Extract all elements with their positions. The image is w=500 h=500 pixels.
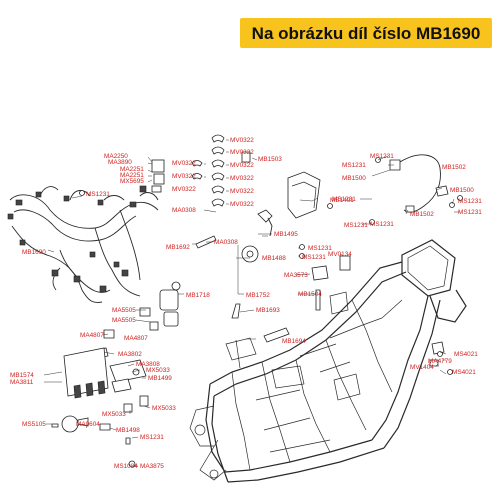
label-ms1231-d[interactable]: MS1231: [458, 209, 482, 216]
label-mv0322-5[interactable]: MV0322: [172, 173, 196, 180]
label-mb1693[interactable]: MB1693: [256, 307, 280, 314]
label-ms1231-harness[interactable]: MS1231: [86, 191, 110, 198]
label-mb1500-b[interactable]: MB1500: [450, 187, 474, 194]
label-mv0322-7[interactable]: MV0322: [172, 186, 196, 193]
leader-lines: [43, 139, 460, 467]
label-mv0322-9[interactable]: MV0322: [230, 201, 254, 208]
scooter-frame: [189, 239, 467, 483]
label-ma3811[interactable]: MA3811: [10, 379, 34, 386]
label-mb1694[interactable]: MB1694: [282, 338, 306, 345]
label-ma2251[interactable]: MA2251: [120, 166, 144, 173]
label-ma3573[interactable]: MA3573: [284, 272, 308, 279]
part-number-banner: Na obrázku díl číslo MB1690: [240, 18, 492, 48]
label-mv0322-2[interactable]: MV0322: [230, 149, 254, 156]
label-ms1231-i[interactable]: MS1231: [302, 254, 326, 261]
label-ma4779[interactable]: MA4779: [428, 358, 452, 365]
label-ms1231-a[interactable]: MS1231: [370, 153, 394, 160]
label-ma3875[interactable]: MA3875: [140, 463, 164, 470]
label-mx5033-2[interactable]: MX5033: [152, 405, 176, 412]
label-ms1231-h[interactable]: MS1231: [308, 245, 332, 252]
label-mb1491[interactable]: MB1491: [330, 197, 354, 204]
label-mv0322-6[interactable]: MV0322: [230, 175, 254, 182]
label-mx5033-1[interactable]: MX5033: [146, 367, 170, 374]
label-mx5695[interactable]: MX5695: [120, 178, 144, 185]
label-mx5033-3[interactable]: MX5033: [102, 411, 126, 418]
label-ms1084[interactable]: MS1084: [114, 463, 138, 470]
label-mb1692[interactable]: MB1692: [166, 244, 190, 251]
label-mb1499[interactable]: MB1499: [148, 375, 172, 382]
label-ms1231-e[interactable]: MS1231: [370, 221, 394, 228]
label-mb1718[interactable]: MB1718: [186, 292, 210, 299]
part-labels: MA2250 MA3890 MA2251 MA2251 MX5695 MV032…: [10, 137, 482, 470]
label-ma0308-2[interactable]: MA0308: [214, 239, 238, 246]
label-mv0134[interactable]: MV0134: [328, 251, 352, 258]
label-ms1231-g[interactable]: MS1231: [344, 222, 368, 229]
label-mb1488[interactable]: MB1488: [262, 255, 286, 262]
label-mv0322-3[interactable]: MV0322: [172, 160, 196, 167]
label-ma4807-1[interactable]: MA4807: [80, 332, 104, 339]
banner-title: Na obrázku díl číslo MB1690: [251, 24, 481, 43]
label-mv0322-8[interactable]: MV0322: [230, 188, 254, 195]
label-ma5505-2[interactable]: MA5505: [112, 317, 136, 324]
label-mb1752[interactable]: MB1752: [246, 292, 270, 299]
label-mb1504[interactable]: MB1504: [298, 291, 322, 298]
label-ms4021-2[interactable]: MS4021: [452, 369, 476, 376]
label-ms5105[interactable]: MS5105: [22, 421, 46, 428]
label-ma4807-2[interactable]: MA4807: [124, 335, 148, 342]
label-ma0604[interactable]: MA0604: [76, 421, 100, 428]
label-ma3802[interactable]: MA3802: [118, 351, 142, 358]
label-ma0308-1[interactable]: MA0308: [172, 207, 196, 214]
label-ma3890[interactable]: MA3890: [108, 159, 132, 166]
wiring-harness: [7, 185, 159, 303]
label-ma3808[interactable]: MA3808: [136, 361, 160, 368]
label-mb1503[interactable]: MB1503: [258, 156, 282, 163]
label-mb1495[interactable]: MB1495: [274, 231, 298, 238]
label-mv0322-1[interactable]: MV0322: [230, 137, 254, 144]
label-ms1231-c[interactable]: MS1231: [458, 198, 482, 205]
label-mb1498[interactable]: MB1498: [116, 427, 140, 434]
label-ms1231-f[interactable]: MS1231: [332, 196, 356, 203]
label-ma5505-1[interactable]: MA5505: [112, 307, 136, 314]
label-mb1690[interactable]: MB1690: [22, 249, 46, 256]
label-ma2250[interactable]: MA2250: [104, 153, 128, 160]
label-ms1231-j[interactable]: MS1231: [140, 434, 164, 441]
label-mb1502-a[interactable]: MB1502: [442, 164, 466, 171]
label-mb1502-b[interactable]: MB1502: [410, 211, 434, 218]
label-mb1500-a[interactable]: MB1500: [342, 175, 366, 182]
label-mv1404[interactable]: MV1404: [410, 364, 434, 371]
label-ms4021-1[interactable]: MS4021: [454, 351, 478, 358]
label-ma2251-2[interactable]: MA2251: [120, 172, 144, 179]
label-ms1231-b[interactable]: MS1231: [342, 162, 366, 169]
label-mv0322-4[interactable]: MV0322: [230, 162, 254, 169]
label-mb1574[interactable]: MB1574: [10, 372, 34, 379]
